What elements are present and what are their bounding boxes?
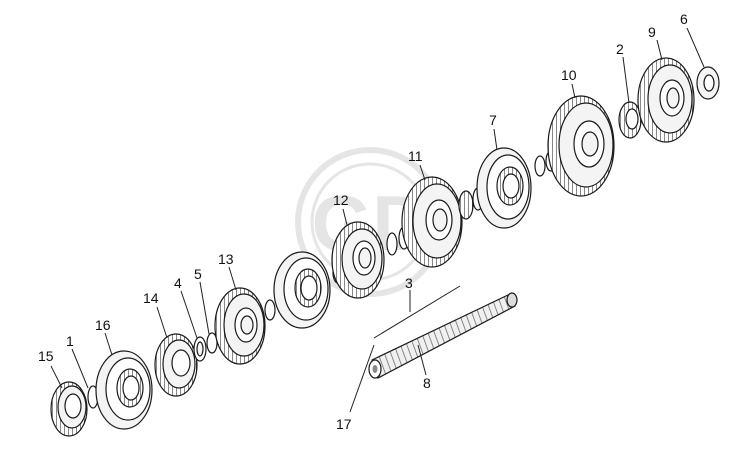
label-part-15: 15 [38,348,54,364]
part-16-synchro-hub [95,350,153,430]
label-part-3: 3 [405,275,413,291]
label-part-10: 10 [561,67,577,83]
label-part-2: 2 [616,41,624,57]
part-11-gear [401,176,463,268]
label-part-5: 5 [194,266,202,282]
part-9-gear [637,57,695,143]
label-part-7: 7 [489,112,497,128]
splined-shaft [368,292,518,379]
label-part-1: 1 [66,333,74,349]
part-4-ring [193,336,207,362]
label-part-16: 16 [95,317,111,333]
part-10-gear [547,95,615,197]
part-7-synchro-hub [476,147,532,229]
part-12-gear [331,221,385,299]
label-part-4: 4 [174,275,182,291]
spacer-ring-a [264,299,276,321]
part-labels: 15 1 16 14 4 5 13 12 11 7 10 2 9 6 3 8 1… [38,11,688,432]
part-15-bearing [50,381,88,437]
label-part-9: 9 [648,24,656,40]
label-part-14: 14 [143,290,159,306]
synchro-hub-middle [273,251,331,329]
part-6-washer [696,66,720,100]
leader-lines [50,27,705,413]
label-part-12: 12 [333,192,349,208]
part-2-bearing [618,101,642,139]
label-part-6: 6 [680,11,688,27]
part-13-gear [214,287,266,365]
part-14-gear [154,333,198,397]
label-part-13: 13 [218,251,234,267]
label-part-11: 11 [408,148,423,164]
label-part-8: 8 [423,375,431,391]
label-part-17: 17 [336,416,352,432]
